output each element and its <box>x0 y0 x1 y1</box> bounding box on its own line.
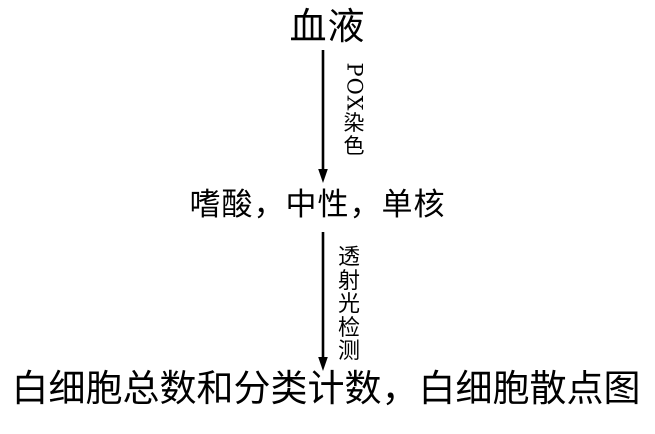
arrow-label-pox-char-0: 染 <box>343 111 365 135</box>
arrow-label-pox: POX 染 色 <box>339 60 369 158</box>
node-blood: 血液 <box>289 5 366 48</box>
node-cells: 嗜酸，中性，单核 <box>189 187 446 223</box>
arrow-label-transmit-char-2: 光 <box>337 292 360 317</box>
arrow-label-pox-char-1: 色 <box>343 134 365 158</box>
arrow-label-transmit-char-0: 透 <box>337 245 360 270</box>
arrow-transmit <box>318 232 328 371</box>
arrow-label-pox-cjk: 染 色 <box>344 112 365 158</box>
node-result: 白细胞总数和分类计数，白细胞散点图 <box>11 367 641 410</box>
arrow-label-pox-latin: POX <box>342 62 366 112</box>
arrow-pox <box>318 50 328 183</box>
arrow-label-transmit: 透 射 光 检 测 <box>336 246 362 364</box>
arrow-label-transmit-char-4: 测 <box>337 339 360 364</box>
arrow-label-transmit-char-1: 射 <box>337 268 360 294</box>
arrow-label-transmit-char-3: 检 <box>337 315 360 341</box>
arrow-pox-head <box>318 169 328 183</box>
arrow-transmit-head <box>318 357 328 371</box>
